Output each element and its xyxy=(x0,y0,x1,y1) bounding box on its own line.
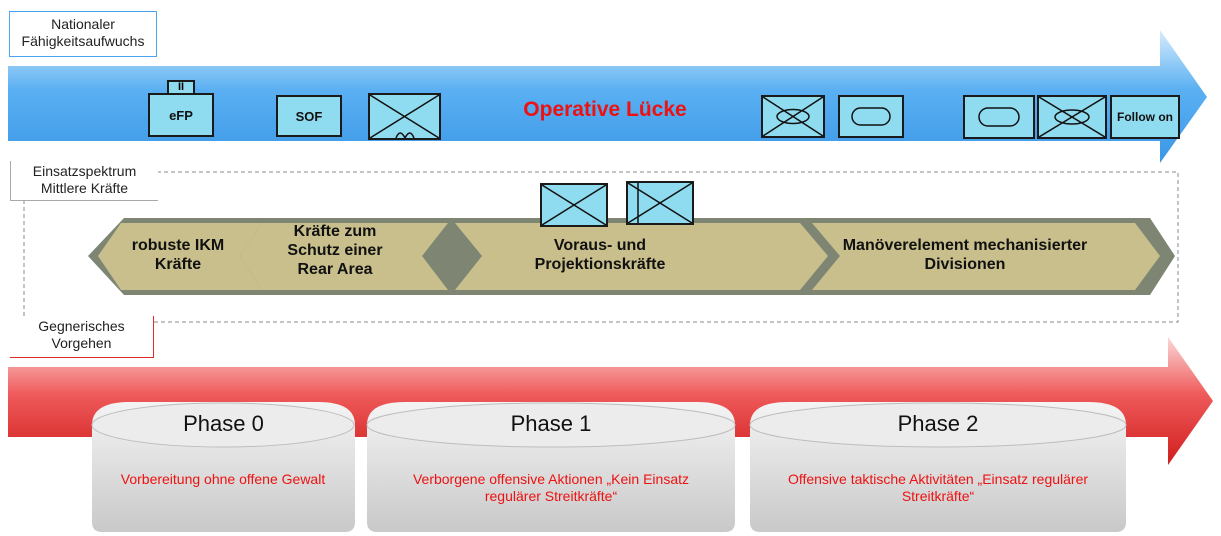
chevron-maneuver-label: Manöverelement mechanisierter Divisionen xyxy=(842,237,1088,273)
phase-0-desc: Vorbereitung ohne offene Gewalt xyxy=(120,471,326,487)
efp-unit-symbol: eFP xyxy=(148,93,214,137)
mech-infantry-symbol-1 xyxy=(761,95,825,138)
mission-spectrum-frame xyxy=(23,171,1179,323)
infantry-symbol-advance-1 xyxy=(540,183,608,227)
infantry-unit-symbol xyxy=(368,93,441,140)
phase-1-desc: Verborgene offensive Aktionen „Kein Eins… xyxy=(412,471,690,504)
phase-box-0 xyxy=(91,402,355,532)
capability-label: Nationaler Fähigkeitsaufwuchs xyxy=(9,11,157,57)
chevron-robust xyxy=(98,223,262,290)
armor-symbol-1 xyxy=(838,95,904,138)
chevron-advance-label: Voraus- und Projektionskräfte xyxy=(534,237,666,273)
mission-spectrum-label: Einsatzspektrum Mittlere Kräfte xyxy=(10,161,158,201)
phase-1-title: Phase 1 xyxy=(510,411,592,436)
armor-symbol-2 xyxy=(963,95,1035,139)
phase-0-title: Phase 0 xyxy=(183,411,264,436)
adversary-label: Gegnerisches Vorgehen xyxy=(10,316,154,358)
chevron-maneuver xyxy=(812,223,1160,290)
chevron-advance xyxy=(455,223,828,290)
phase-box-2 xyxy=(749,402,1127,532)
phase-2-title: Phase 2 xyxy=(897,411,979,436)
infantry-symbol-advance-2 xyxy=(626,181,694,225)
chevron-rear-area xyxy=(240,223,448,290)
phase-box-1 xyxy=(366,402,736,532)
phase-2-desc: Offensive taktische Aktivitäten „Einsatz… xyxy=(787,471,1089,504)
sof-unit-symbol: SOF xyxy=(276,95,342,137)
mech-infantry-symbol-2 xyxy=(1037,95,1107,139)
operational-gap-label: Operative Lücke xyxy=(523,98,687,121)
chevron-band xyxy=(88,218,1175,295)
follow-on-symbol: Follow on xyxy=(1110,95,1180,139)
chevron-robust-label: robuste IKM Kräfte xyxy=(131,237,225,273)
chevron-rear-area-label: Kräfte zum Schutz einer Rear Area xyxy=(287,223,383,278)
